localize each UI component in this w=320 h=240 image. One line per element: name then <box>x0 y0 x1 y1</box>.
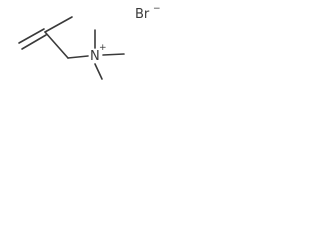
double-bond-inner <box>21 34 47 50</box>
bond-n-methyl-down <box>94 63 103 80</box>
bond-ch2-n <box>67 55 89 59</box>
bond-n-methyl-right <box>102 53 125 56</box>
nitrogen-charge: + <box>99 43 107 53</box>
nitrogen-label: N <box>90 49 100 64</box>
bromide-charge: − <box>153 4 161 14</box>
bromide-label: Br <box>135 7 150 22</box>
bond-group <box>18 16 125 80</box>
methyl-bond-top <box>44 16 73 33</box>
double-bond-outer <box>18 28 45 44</box>
molecule-drawing: N + Br − <box>18 4 161 80</box>
structure-canvas: N + Br − <box>0 0 169 100</box>
bond-c2-ch2 <box>44 31 69 59</box>
